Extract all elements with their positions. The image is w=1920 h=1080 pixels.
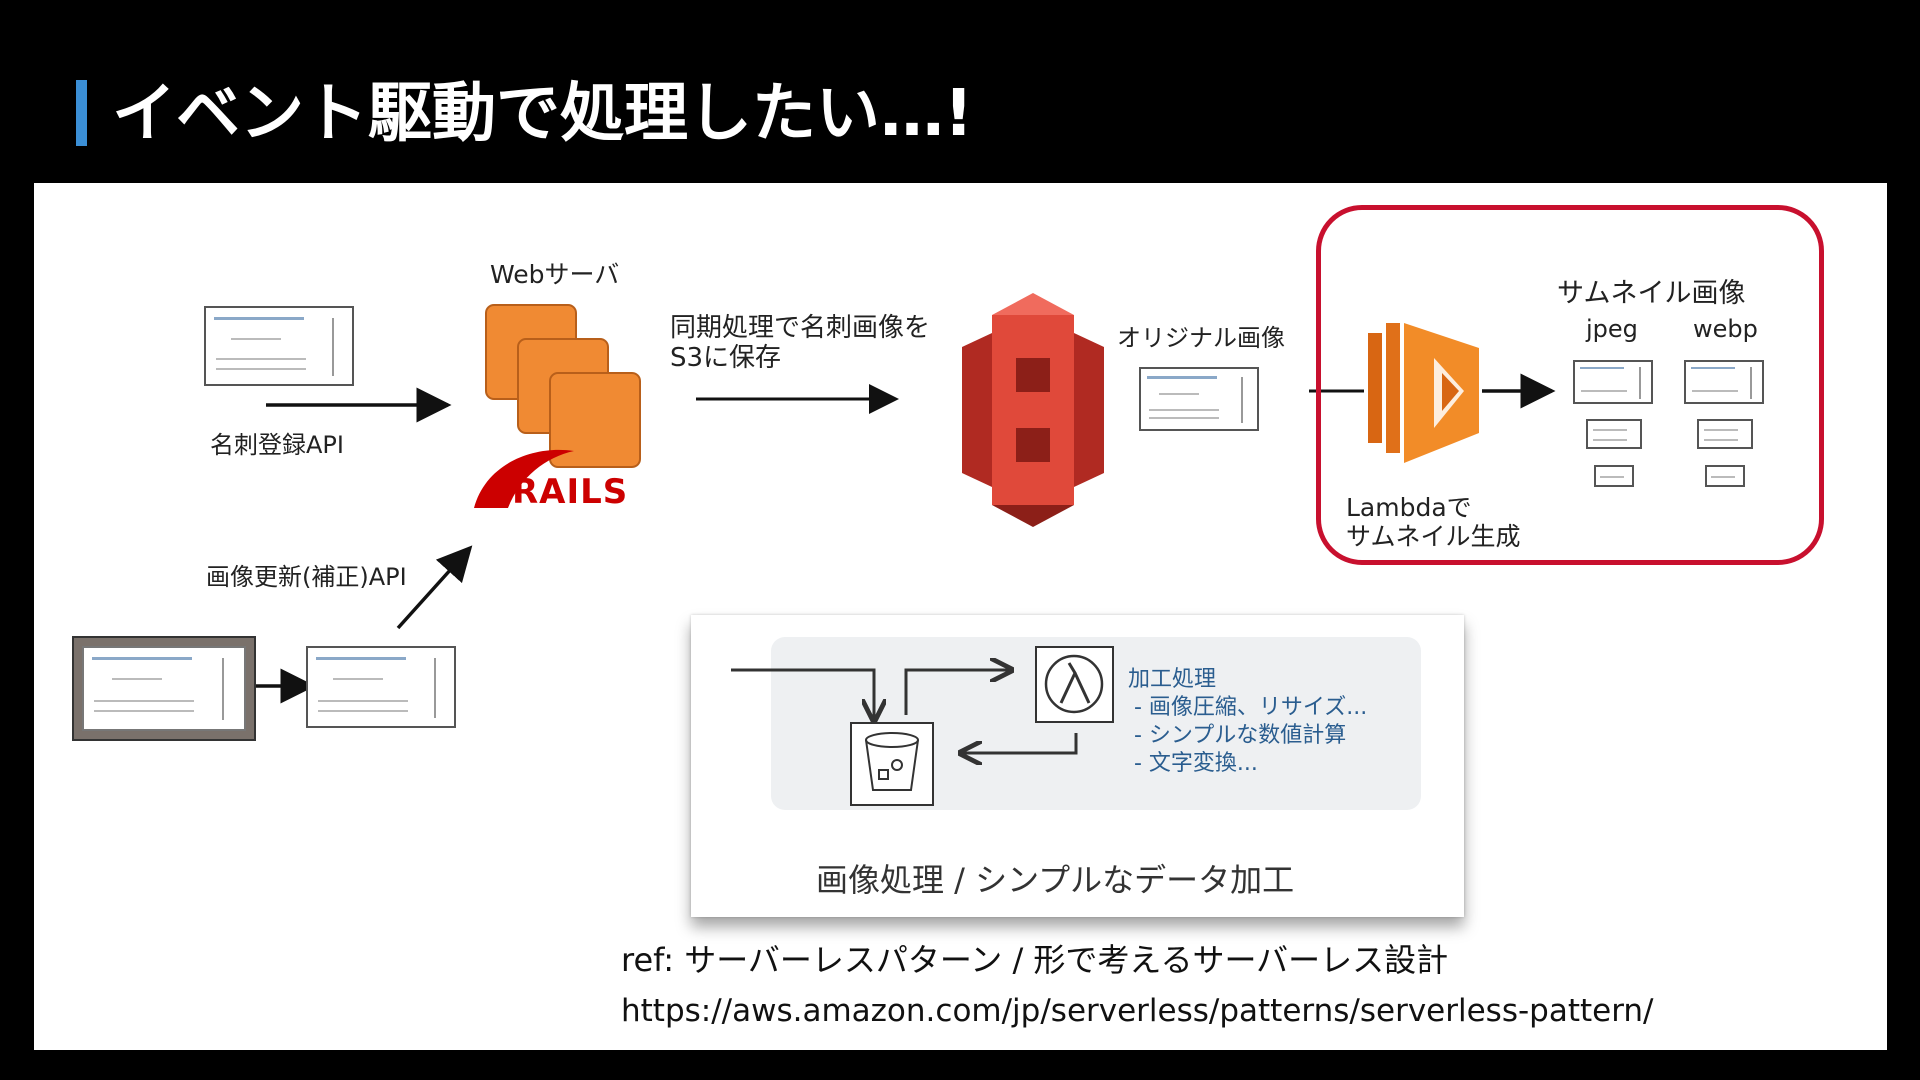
lambda-orange-icon <box>1368 323 1479 463</box>
slide-title: イベント駆動で処理したい…! <box>112 77 974 151</box>
sync-label-line2: S3に保存 <box>670 343 782 373</box>
thumbnail-jpeg-large <box>1573 360 1653 404</box>
business-card-corrected <box>306 646 456 728</box>
update-arrow <box>396 545 473 630</box>
rails-logo-icon <box>474 449 574 508</box>
business-card-raw <box>82 646 246 731</box>
thumbnail-webp-large <box>1684 360 1764 404</box>
jpeg-label: jpeg <box>1586 315 1638 343</box>
business-card-register <box>204 306 354 386</box>
s3-icon <box>962 293 1104 527</box>
business-card-original <box>1139 367 1259 431</box>
inset-caption: 画像処理 / シンプルなデータ加工 <box>816 861 1295 899</box>
process-title: 加工処理 <box>1128 667 1217 692</box>
thumbnail-title: サムネイル画像 <box>1557 278 1746 309</box>
sync-label-line1: 同期処理で名刺画像を <box>670 313 931 343</box>
lambda-icon <box>1035 646 1114 723</box>
title-accent-bar <box>76 80 87 146</box>
processing-inset: 加工処理 - 画像圧縮、リサイズ... - シンプルな数値計算 - 文字変換..… <box>691 615 1464 917</box>
lambda-label-line2: サムネイル生成 <box>1346 522 1521 551</box>
update-api-label: 画像更新(補正)API <box>206 563 407 591</box>
diagram-arrows <box>254 293 1556 704</box>
thumbnail-webp-medium <box>1697 419 1753 449</box>
s3-bucket-icon <box>850 722 934 806</box>
inset-diagram <box>731 646 1114 806</box>
business-card-raw-frame <box>72 636 256 741</box>
process-item-1: - 画像圧縮、リサイズ... <box>1134 695 1368 720</box>
lambda-highlight-box <box>1316 205 1824 565</box>
webp-label: webp <box>1693 315 1758 343</box>
lambda-label-line1: Lambdaで <box>1346 493 1472 522</box>
web-server-label: Webサーバ <box>490 260 620 289</box>
thumbnail-jpeg-medium <box>1586 419 1642 449</box>
original-image-label: オリジナル画像 <box>1117 324 1285 352</box>
process-item-3: - 文字変換... <box>1134 751 1258 776</box>
rails-logo-text: RAILS <box>512 472 629 512</box>
reference-text: ref: サーバーレスパターン / 形で考えるサーバーレス設計 <box>621 941 1449 979</box>
web-server-icon <box>485 304 641 468</box>
process-item-2: - シンプルな数値計算 <box>1134 723 1347 748</box>
reference-url[interactable]: https://aws.amazon.com/jp/serverless/pat… <box>621 993 1654 1029</box>
diagram-panel: 名刺登録API 画像更新(補正)API Webサーバ RAILS 同期処理で名刺… <box>34 183 1887 1050</box>
thumbnail-webp-small <box>1705 465 1745 487</box>
thumbnail-jpeg-small <box>1594 465 1634 487</box>
register-api-label: 名刺登録API <box>210 431 344 459</box>
